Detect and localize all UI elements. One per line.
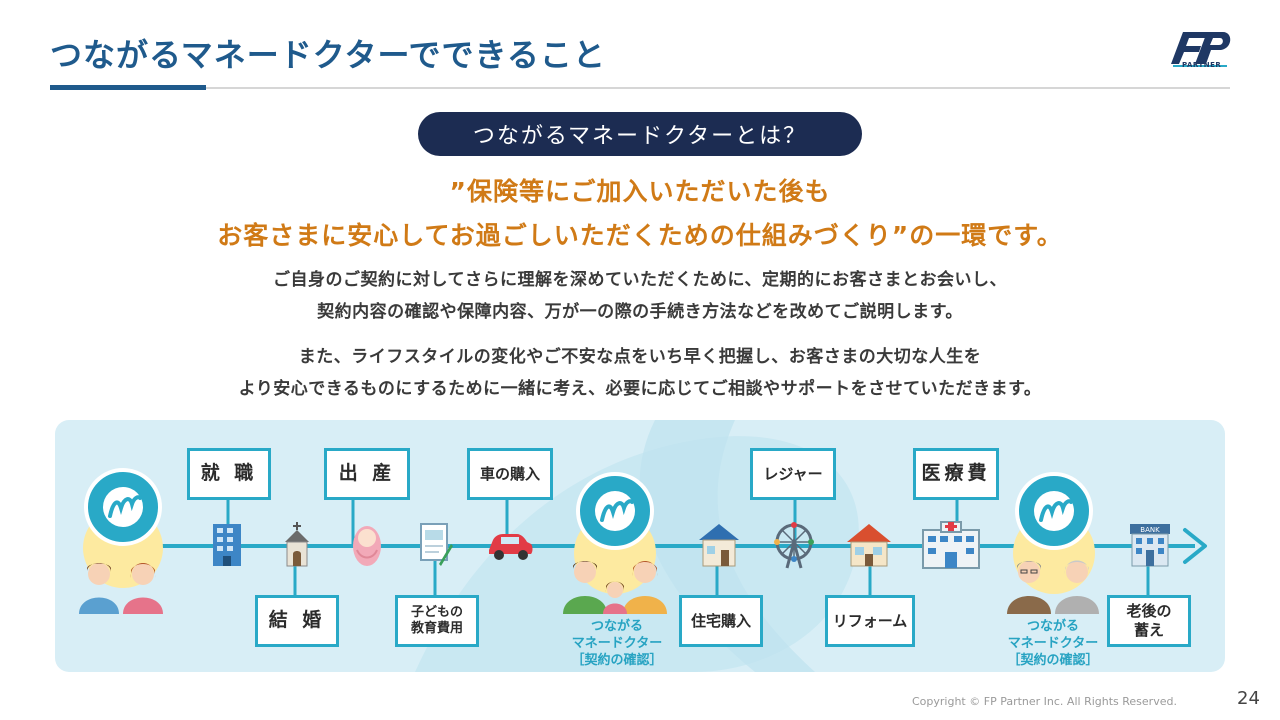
body-p1-line-2: 契約内容の確認や保障内容、万が一の際の手続き方法などを改めてご説明します。 bbox=[317, 302, 963, 322]
event-card-leisure: レジャー bbox=[750, 448, 836, 500]
md-label-line-3: ［契約の確認］ bbox=[1007, 652, 1099, 668]
body-p1-line-1: ご自身のご契約に対してさらに理解を深めていただくために、定期的にお客さまとお会い… bbox=[273, 270, 1007, 290]
renovated-house-icon bbox=[847, 524, 891, 567]
md-label-line-1: つながる bbox=[1026, 619, 1079, 634]
event-card-medical: 医療費 bbox=[913, 448, 999, 500]
couple-young-icon bbox=[79, 563, 163, 614]
education-line-1: 子どもの bbox=[410, 604, 463, 620]
elderly-couple-icon bbox=[1007, 560, 1099, 614]
page-number: 24 bbox=[1237, 688, 1260, 709]
savings-line-1: 老後の bbox=[1126, 602, 1172, 621]
md-label-line-1: つながる bbox=[590, 619, 643, 634]
title-accent-bar bbox=[50, 85, 206, 90]
body-p2-line-1: また、ライフスタイルの変化やご不安な点をいち早く把握し、お客さまの大切な人生を bbox=[298, 347, 982, 367]
md-mark-icon bbox=[595, 491, 635, 531]
car-icon bbox=[489, 534, 533, 560]
event-card-car: 車の購入 bbox=[467, 448, 553, 500]
fp-partner-logo bbox=[1171, 32, 1231, 67]
education-line-2: 教育費用 bbox=[410, 621, 463, 636]
money-doctor-badge-1 bbox=[84, 468, 162, 546]
md-label-line-2: マネードクター bbox=[1007, 635, 1099, 651]
event-card-education: 子どもの 教育費用 bbox=[395, 595, 479, 647]
md-mark-icon bbox=[1034, 491, 1074, 531]
money-doctor-badge-2 bbox=[576, 472, 654, 550]
money-doctor-badge-3 bbox=[1015, 472, 1093, 550]
savings-line-2: 蓄え bbox=[1133, 621, 1164, 639]
logo-subtext: PARTNER bbox=[1182, 61, 1222, 69]
family-icon bbox=[563, 561, 667, 614]
bank-icon: BANK bbox=[1130, 524, 1170, 567]
md-label-line-2: マネードクター bbox=[571, 635, 663, 651]
page-title: つながるマネードクターでできること bbox=[50, 36, 606, 74]
life-timeline-panel: 就 職 出 産 車の購入 レジャー 医療費 結 婚 子どもの 教育費用 住宅購入… bbox=[55, 420, 1225, 672]
ferris-wheel-icon bbox=[774, 522, 814, 569]
hospital-icon bbox=[922, 521, 980, 569]
md-label-2: つながる マネードクター ［契約の確認］ bbox=[552, 619, 682, 670]
event-card-reform: リフォーム bbox=[825, 595, 915, 647]
church-icon bbox=[285, 522, 309, 567]
event-card-savings: 老後の 蓄え bbox=[1107, 595, 1191, 647]
baby-icon bbox=[353, 526, 381, 566]
headline-line-2: お客さまに安心してお過ごしいただくための仕組みづくり”の一環です。 bbox=[217, 221, 1063, 250]
title-divider bbox=[50, 87, 1230, 89]
event-card-shussan: 出 産 bbox=[324, 448, 410, 500]
md-mark-icon bbox=[103, 487, 143, 527]
md-label-3: つながる マネードクター ［契約の確認］ bbox=[985, 619, 1121, 670]
copyright-text: Copyright © FP Partner Inc. All Rights R… bbox=[912, 695, 1177, 708]
event-card-house: 住宅購入 bbox=[679, 595, 763, 647]
house-icon bbox=[699, 524, 739, 567]
body-p2-line-2: より安心できるものにするために一緒に考え、必要に応じてご相談やサポートをさせてい… bbox=[238, 379, 1042, 399]
event-card-kekkon: 結 婚 bbox=[255, 595, 339, 647]
md-label-line-3: ［契約の確認］ bbox=[571, 652, 663, 668]
bank-sign-text: BANK bbox=[1140, 526, 1160, 534]
office-building-icon bbox=[213, 524, 241, 566]
section-pill: つながるマネードクターとは？ bbox=[418, 112, 862, 156]
study-document-icon bbox=[420, 523, 453, 566]
headline-line-1: ”保険等にご加入いただいた後も bbox=[449, 177, 831, 206]
event-card-shushoku: 就 職 bbox=[187, 448, 271, 500]
